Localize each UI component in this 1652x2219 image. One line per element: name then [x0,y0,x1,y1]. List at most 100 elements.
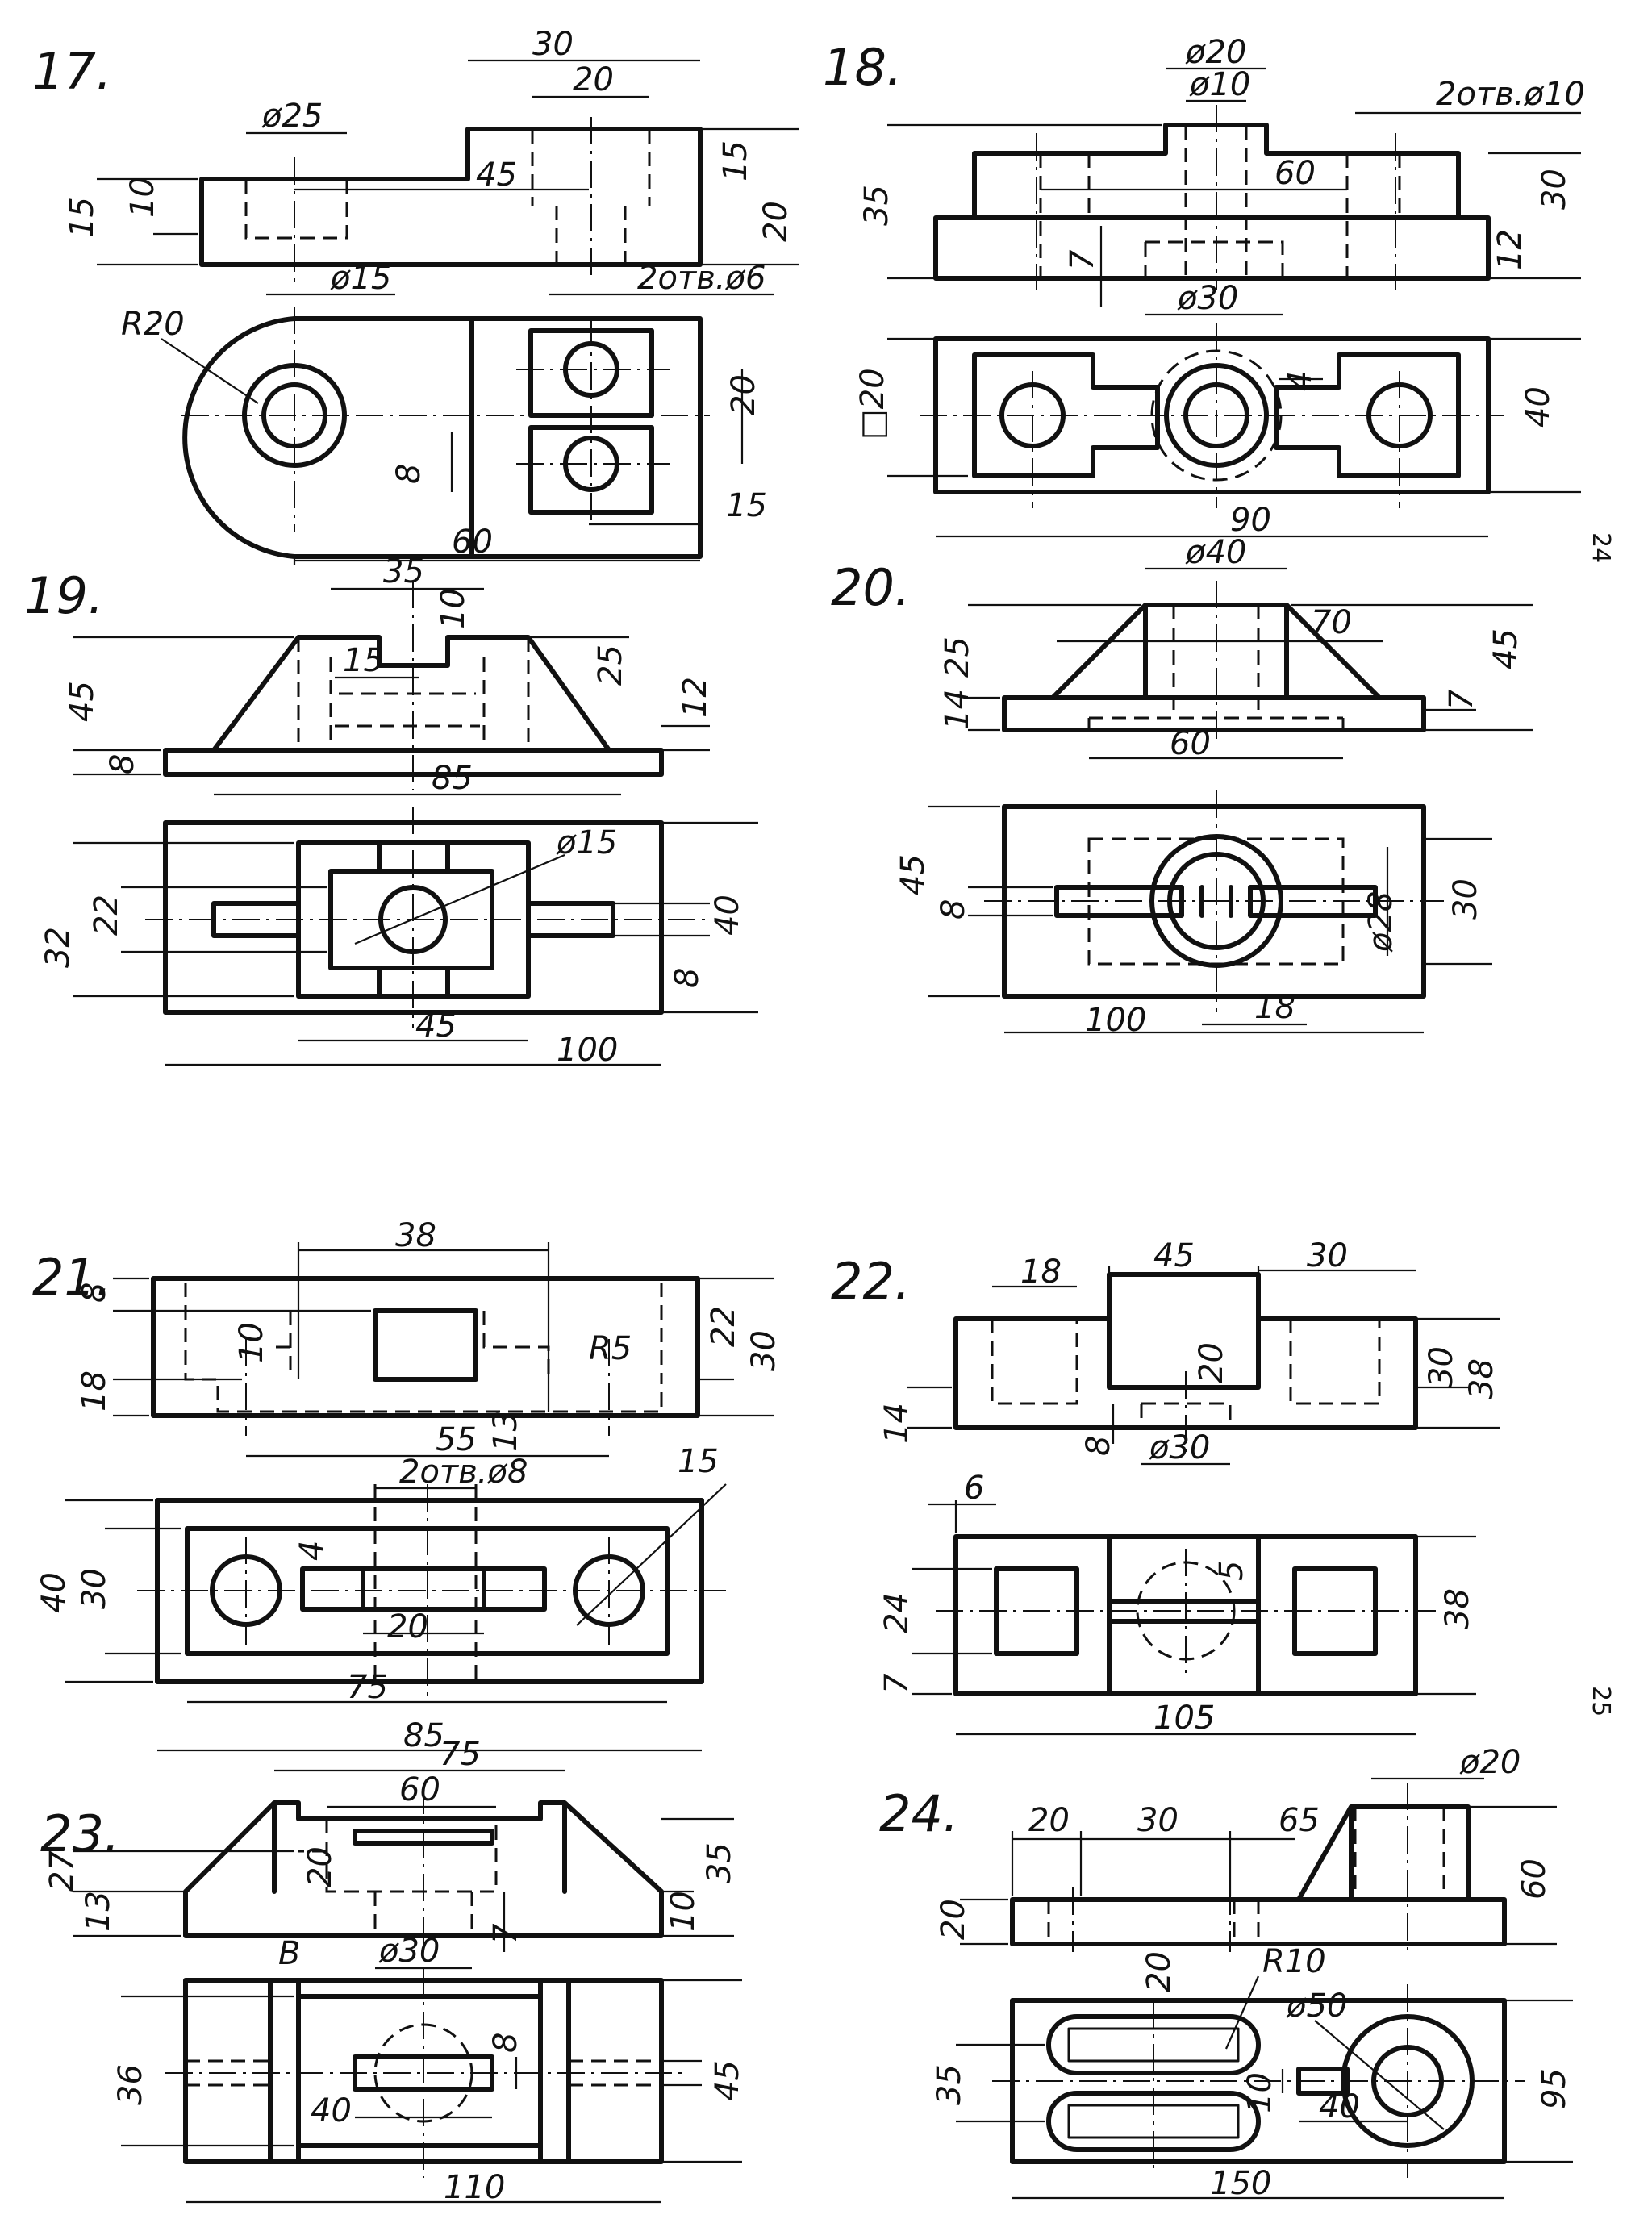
problem-number: 22. [831,1252,911,1311]
dim-text: 40 [709,895,746,936]
dim-text: 20 [1193,1342,1230,1383]
dim-text: 10 [435,588,472,629]
problem-22: 22. 18 45 30 20 30 38 14 8 ø30 6 5 24 38… [831,1237,1500,1737]
dim-text: 15 [717,140,754,181]
dim-text: 38 [1439,1588,1476,1629]
dim-text: R10 [1262,1943,1326,1980]
dim-text: 8 [935,899,972,920]
dim-text: 100 [1085,1002,1146,1039]
dim-text: ø28 [1362,891,1400,953]
dim-text: 10 [233,1322,270,1363]
dim-text: 2отв.ø10 [1436,76,1585,113]
dim-text: 18 [76,1370,113,1412]
dim-text: 55 [436,1421,477,1458]
dim-text: 10 [665,1891,702,1932]
dim-text: 75 [440,1736,481,1773]
page-number-25: 25 [1587,1686,1615,1716]
dim-text: ø20 [1459,1744,1521,1781]
dim-text: ø15 [330,260,391,297]
dim-text: ø25 [261,98,323,135]
dim-text: 20 [1028,1802,1070,1839]
dim-text: 22 [88,895,125,936]
dim-text: 45 [415,1007,457,1045]
dim-text: 15 [678,1443,719,1480]
dim-text: 45 [1153,1237,1195,1274]
dim-text: 4 [1282,371,1319,391]
dim-text: 5 [1213,1561,1250,1581]
dim-text: 2отв.ø6 [637,260,766,297]
dim-text: 20 [1141,1951,1178,1992]
dim-text: 12 [677,677,714,718]
problem-number: 20. [831,558,911,617]
dim-text: ø15 [556,824,617,861]
problem-20: 20. ø40 70 25 45 14 7 60 45 8 ø28 30 18 … [831,534,1533,1039]
dim-text: 8 [487,2033,524,2053]
dim-text: 100 [557,1032,618,1069]
dim-text: 85 [432,760,473,797]
dim-text: B [278,1935,300,1972]
dim-text: 27 [44,1850,81,1892]
dim-text: 35 [383,553,424,590]
dim-text: 30 [1137,1802,1179,1839]
dim-text: 20 [757,201,795,242]
problem-number: 19. [24,566,104,625]
dim-text: 14 [878,1403,916,1444]
dim-text: 7 [1064,249,1101,270]
dim-text: 10 [124,177,161,218]
problem-number: 24. [879,1784,959,1843]
dim-text: R20 [121,306,185,343]
dim-text: 45 [1487,628,1525,669]
problem-23: 23. 75 60 27 20 35 13 10 7 ø30 B 36 8 45… [40,1736,746,2206]
dim-text: 60 [1170,725,1211,762]
dim-text: 6 [964,1470,984,1507]
dim-text: 38 [1463,1358,1500,1399]
dim-text: 40 [1520,386,1557,428]
dim-text: ø20 [1185,34,1246,71]
dim-text: 105 [1153,1700,1215,1737]
dim-text: 40 [35,1572,73,1613]
dim-text: 18 [1020,1253,1062,1291]
dim-text: ø30 [378,1933,440,1970]
dim-text: 30 [1423,1346,1460,1387]
dim-text: 45 [476,156,517,194]
dim-text: 7 [878,1673,916,1694]
dim-text: 85 [403,1717,444,1754]
dim-text: 20 [935,1899,972,1940]
dim-text: 22 [705,1306,742,1347]
dim-text: 60 [1274,155,1316,192]
problem-19: 19. 35 10 15 25 45 12 8 85 ø15 32 22 40 … [24,553,758,1069]
page-number-24: 24 [1587,532,1615,563]
problem-18: 18. ø20 ø10 2отв.ø10 35 60 30 7 12 ø30 □… [823,34,1585,539]
dim-text: 20 [725,374,762,415]
dim-text: 40 [1319,2088,1360,2125]
dim-text: R5 [589,1330,632,1367]
dim-text: 15 [64,197,101,238]
dim-text: 110 [444,2169,505,2206]
dim-text: 35 [701,1842,738,1883]
problem-number: 17. [32,42,112,101]
dim-text: 40 [311,2092,352,2129]
dim-text: 60 [399,1771,440,1808]
dim-text: 30 [1447,878,1484,920]
dim-text: 8 [104,754,141,774]
dim-text: 8 [669,968,706,988]
dim-text: ø30 [1149,1429,1210,1466]
dim-text: 30 [1536,169,1573,210]
dim-text: 90 [1230,502,1271,539]
problem-number: 23. [40,1804,120,1863]
dim-text: 7 [487,1923,524,1944]
dim-text: 8 [1080,1436,1117,1456]
dim-text: 32 [40,927,77,968]
dim-text: 24 [878,1592,916,1633]
dim-text: 13 [80,1891,117,1932]
dim-text: ø30 [1177,280,1238,317]
dim-text: 60 [452,523,493,561]
dim-text: 30 [745,1330,782,1371]
dim-text: 2отв.ø8 [399,1454,528,1491]
dim-text: 35 [858,185,895,226]
dim-text: 45 [895,854,932,895]
dim-text: 38 [395,1217,436,1254]
dim-text: ø50 [1286,1988,1347,2025]
dim-text: 60 [1516,1858,1553,1900]
